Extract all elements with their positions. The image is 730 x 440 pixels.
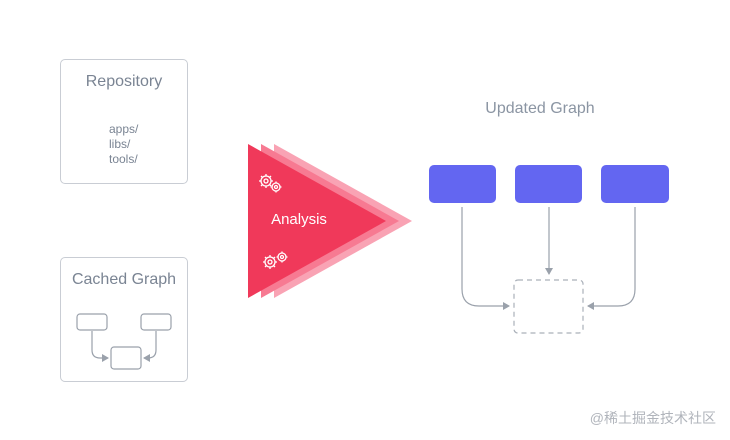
analysis-label: Analysis [271, 211, 327, 228]
cached-node-left [76, 313, 108, 331]
watermark: @稀土掘金技术社区 [589, 410, 716, 426]
repository-item-tools: tools/ [109, 152, 138, 166]
gear-icon [263, 251, 288, 269]
analysis-triangle [248, 144, 412, 298]
updated-node-1 [429, 165, 496, 203]
cached-edge-left [91, 331, 109, 362]
repository-title: Repository [85, 73, 163, 90]
updated-graph-title: Updated Graph [485, 100, 595, 117]
cached-node-right [140, 313, 172, 331]
repository-box: Repository apps/ libs/ tools/ [60, 59, 188, 184]
analysis-layer-front [248, 144, 386, 298]
updated-node-3 [601, 165, 669, 203]
gear-icon [259, 174, 282, 193]
repository-item-libs: libs/ [109, 137, 131, 151]
repository-item-apps: apps/ [109, 122, 139, 136]
updated-edge-left [461, 207, 510, 310]
updated-graph-diagram [429, 165, 669, 334]
updated-edge-right [587, 207, 636, 310]
cached-edge-right [143, 331, 157, 362]
updated-node-new [513, 279, 584, 334]
cached-node-bottom [110, 346, 142, 370]
cached-graph-diagram [76, 313, 172, 370]
updated-node-2 [515, 165, 582, 203]
cached-graph-title: Cached Graph [71, 271, 177, 288]
